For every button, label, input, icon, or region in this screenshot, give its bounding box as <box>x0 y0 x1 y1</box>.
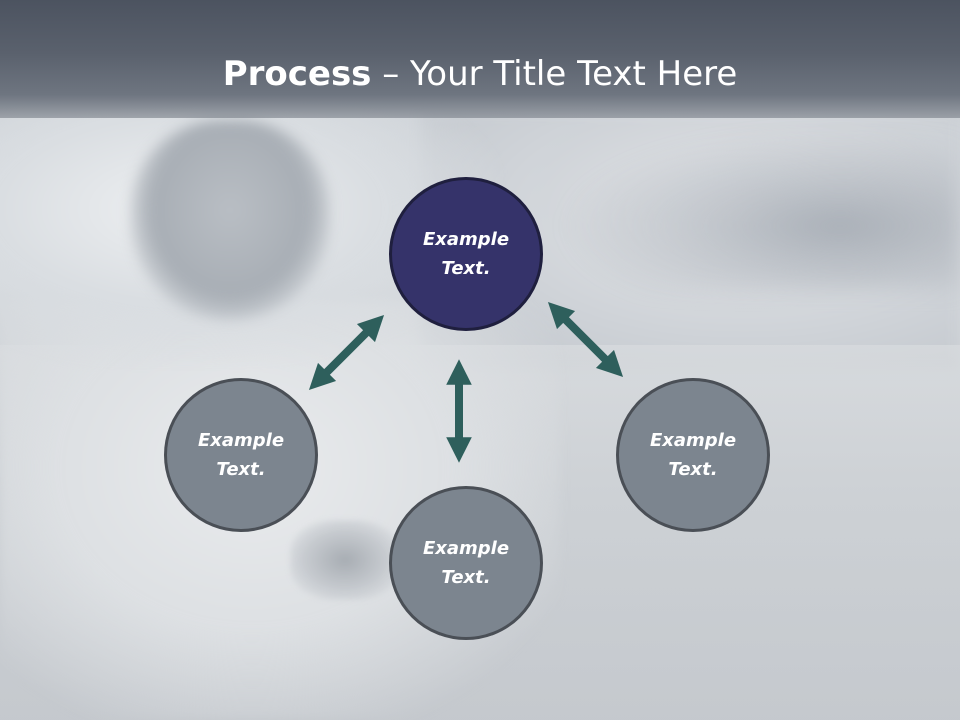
node-left[interactable]: Example Text. <box>164 378 318 532</box>
node-bottom-line1: Example <box>422 538 510 559</box>
node-left-line2: Text. <box>216 459 266 480</box>
node-center-line2: Text. <box>441 258 491 279</box>
slide-title[interactable]: Process – Your Title Text Here <box>0 52 960 96</box>
node-center[interactable]: Example Text. <box>389 177 543 331</box>
node-bottom-label: Example Text. <box>406 534 526 592</box>
node-left-label: Example Text. <box>181 426 301 484</box>
node-center-label: Example Text. <box>406 225 526 283</box>
node-right-line2: Text. <box>668 459 718 480</box>
node-right[interactable]: Example Text. <box>616 378 770 532</box>
node-bottom-line2: Text. <box>441 567 491 588</box>
title-rest: – Your Title Text Here <box>371 54 738 94</box>
node-center-line1: Example <box>422 229 510 250</box>
node-right-label: Example Text. <box>633 426 753 484</box>
node-left-line1: Example <box>197 430 285 451</box>
arrow-center-right[interactable] <box>547 301 624 378</box>
title-bold: Process <box>222 54 372 94</box>
node-right-line1: Example <box>649 430 737 451</box>
title-band <box>0 0 960 118</box>
node-bottom[interactable]: Example Text. <box>389 486 543 640</box>
arrow-center-left[interactable] <box>308 314 385 391</box>
